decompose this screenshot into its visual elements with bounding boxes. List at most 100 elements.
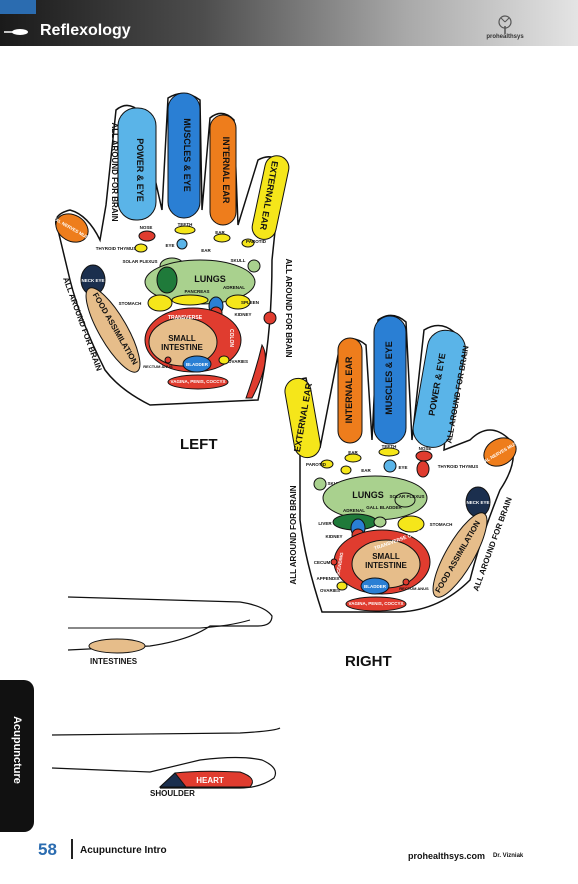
right-gall-label: GALL BLADDER	[366, 505, 402, 510]
right-ovaries-label: OVARIES	[320, 588, 340, 593]
left-nose-zone	[138, 230, 156, 242]
right-vagina-label: VAGINA, PENIS, COCCYX	[349, 601, 404, 606]
left-bladder-zone	[182, 355, 212, 373]
left-finger-label-2: MUSCLES & EYE	[182, 118, 192, 192]
left-skull-label: SKULL	[231, 258, 246, 263]
left-finger-power-eye	[117, 107, 157, 221]
left-adrenal-label: ADRENAL	[223, 285, 245, 290]
right-thyroid-zone	[416, 460, 430, 478]
shoulder-zone	[158, 772, 188, 788]
left-finger-internal-ear	[209, 114, 237, 226]
right-finger-label-2: INTERNAL EAR	[344, 356, 354, 423]
page-number: 58	[38, 840, 57, 859]
right-hand: EXTERNAL EAR INTERNAL EAR MUSCLES & EYE …	[284, 314, 528, 613]
right-finger-internal-ear	[337, 337, 363, 444]
intestines-zone	[88, 638, 146, 654]
hand-outline-upper	[51, 727, 281, 736]
side-view-heart: HEART	[51, 727, 281, 789]
right-liver-label: LIVER	[318, 521, 332, 526]
left-small-label: SMALL	[168, 334, 196, 343]
right-nose-label: NOSE	[419, 446, 432, 451]
shoulder-caption: SHOULDER	[150, 789, 195, 798]
hand-outline-lower	[51, 756, 277, 789]
left-thyroid-label: THYROID THYMUS	[96, 246, 137, 251]
page-title: Reflexology	[40, 22, 131, 39]
right-neck-label: NECK EYE	[466, 500, 489, 505]
right-kidney-label: KIDNEY	[325, 534, 342, 539]
left-finger-label-3: INTERNAL EAR	[221, 137, 231, 204]
left-vagina-zone	[167, 374, 229, 390]
left-rectum-zone	[164, 356, 172, 364]
header-accent-bar	[0, 0, 36, 14]
left-side-strip	[245, 343, 266, 399]
right-thyroid-label: THYROID THYMUS	[438, 464, 479, 469]
left-parotid-zone	[241, 238, 255, 248]
footer-divider	[71, 839, 73, 859]
right-rectum-zone	[402, 578, 410, 586]
left-ear-label-b: EAR	[201, 248, 211, 253]
right-food-zone	[432, 512, 488, 598]
heart-label: HEART	[196, 776, 224, 785]
left-vagina-label: VAGINA, PENIS, COCCYX	[171, 379, 226, 384]
left-nose-label: NOSE	[140, 225, 153, 230]
right-nose-zone	[415, 450, 433, 462]
left-stomach-label: STOMACH	[119, 301, 142, 306]
section-tab[interactable]: Acupuncture	[0, 680, 34, 832]
left-intestine-label: INTESTINE	[161, 343, 203, 352]
right-skull-zone	[313, 477, 327, 491]
section-tab-label: Acupuncture	[11, 716, 23, 784]
right-cecum-zone	[330, 558, 338, 566]
right-ear-label-a: EAR	[348, 450, 358, 455]
right-solar-label: SOLAR PLEXUS	[389, 494, 424, 499]
left-thyroid-zone	[134, 243, 148, 253]
right-cecum-label: CECUM	[314, 560, 331, 565]
left-skull-zone	[247, 259, 261, 273]
left-teeth-label: TEETH	[178, 222, 193, 227]
left-spleen-label: SPLEEN	[241, 300, 259, 305]
forearm-outline-upper	[67, 596, 273, 651]
left-outer-label-right: ALL AROUND FOR BRAIN	[284, 258, 293, 357]
page-header: Reflexology prohealthsys	[0, 0, 578, 46]
left-pancreas-label: PANCREAS	[185, 289, 210, 294]
left-spleen-zone	[225, 294, 251, 310]
right-finger-muscles-eye	[373, 315, 407, 445]
left-kidney-label: KIDNEY	[234, 312, 251, 317]
right-ascending-label: ASCENDING	[335, 552, 345, 580]
brand-name: prohealthsys	[486, 34, 524, 40]
right-thumb-tip	[483, 437, 517, 467]
right-stomach-label: STOMACH	[430, 522, 453, 527]
left-solar-label: SOLAR PLEXUS	[122, 259, 157, 264]
left-hand-caption: LEFT	[180, 436, 218, 453]
right-outer-label-left: ALL AROUND FOR BRAIN	[289, 485, 298, 584]
left-side-dot	[263, 311, 277, 325]
right-appendix-label: APPENDIX	[316, 576, 339, 581]
chapter-name: Acupuncture Intro	[80, 845, 167, 856]
left-pancreas-zone	[171, 294, 209, 306]
left-colon-label: COLON	[228, 329, 234, 347]
left-food-zone	[85, 287, 141, 373]
site-link[interactable]: prohealthsys.com	[408, 851, 486, 861]
right-teeth-label: TEETH	[382, 444, 397, 449]
right-parotid-label: PAROTID	[306, 462, 327, 467]
right-ear-zone-a	[344, 453, 362, 463]
left-finger-muscles-eye	[167, 92, 201, 219]
brand-tree-icon	[498, 15, 512, 34]
left-neck-label: NECK EYE	[81, 278, 104, 283]
left-outer-label-top: ALL AROUND FOR BRAIN	[110, 122, 119, 221]
left-rectum-label: RECTUM ANUS	[143, 364, 173, 369]
left-teeth-zone	[174, 225, 196, 235]
left-parotid-label: PAROTID	[246, 239, 267, 244]
right-finger-power-eye	[412, 329, 466, 448]
left-stomach-zone	[147, 294, 173, 312]
left-finger-external-ear	[251, 155, 290, 240]
left-ovaries-zone	[218, 355, 230, 365]
right-eye-label: EYE	[398, 465, 407, 470]
right-adrenal-label: ADRENAL	[343, 508, 365, 513]
left-thumb-tip	[55, 213, 89, 243]
right-gall-zone	[373, 516, 387, 528]
left-ear-label-a: EAR	[215, 230, 225, 235]
right-hand-caption: RIGHT	[345, 653, 392, 670]
intestines-caption: INTESTINES	[90, 657, 138, 666]
left-ovaries-label: OVARIES	[228, 359, 248, 364]
right-finger-label-3: MUSCLES & EYE	[384, 341, 394, 415]
